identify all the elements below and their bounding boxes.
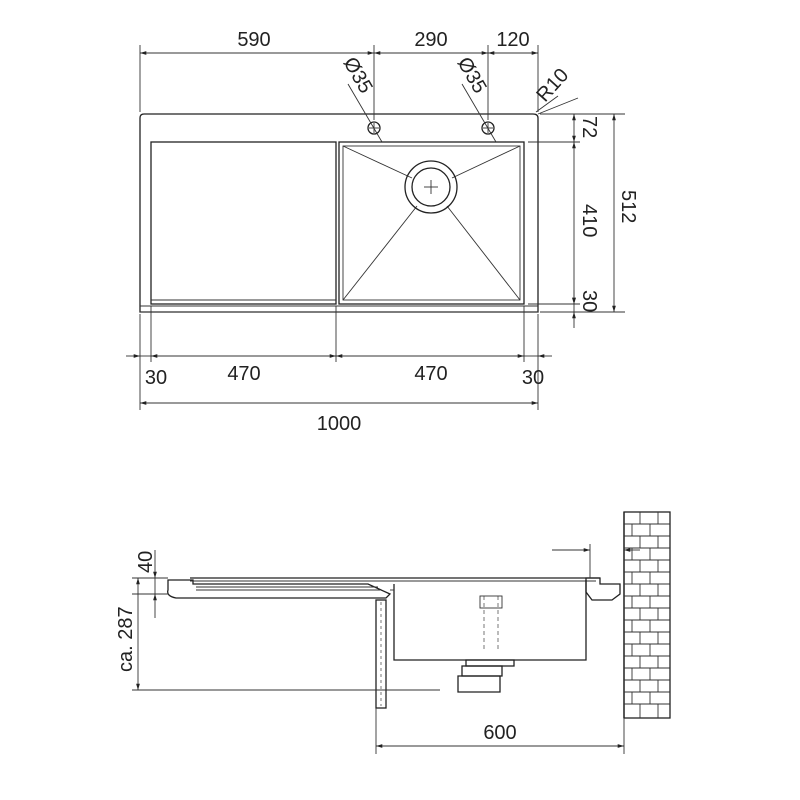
dim-ca-287: ca. 287 — [115, 606, 137, 672]
dim-470-bowl: 470 — [414, 363, 447, 385]
dim-40: 40 — [135, 551, 157, 573]
side-view: 40 ca. 287 600 — [115, 511, 671, 754]
worktop-left — [167, 579, 392, 599]
dim-1000: 1000 — [317, 413, 362, 435]
dim-30-bottom: 30 — [578, 290, 600, 312]
cabinet-side-panel — [375, 599, 387, 709]
dim-600: 600 — [483, 722, 516, 744]
dim-290: 290 — [414, 29, 447, 51]
dim-590: 590 — [237, 29, 270, 51]
drain-outer — [404, 160, 458, 214]
drain-inner — [411, 167, 451, 207]
dim-512: 512 — [617, 190, 639, 223]
top-view: 590 290 120 Ø35 Ø35 R10 72 410 30 512 — [126, 29, 639, 435]
dim-120: 120 — [496, 29, 529, 51]
tap-hole-1 — [347, 83, 383, 143]
dim-corner-radius: R10 — [532, 64, 573, 106]
dim-30-left: 30 — [145, 367, 167, 389]
dim-hole-dia-1: Ø35 — [339, 54, 377, 98]
worktop-right — [585, 577, 621, 601]
dim-410: 410 — [578, 204, 600, 237]
dim-30-right: 30 — [522, 367, 544, 389]
drainer-area — [150, 141, 337, 305]
drain-waste — [457, 595, 515, 693]
dim-hole-dia-2: Ø35 — [453, 54, 491, 98]
dim-72: 72 — [578, 116, 600, 138]
sink-outline — [139, 113, 539, 313]
dim-470-drainer: 470 — [227, 363, 260, 385]
bowl-outline — [338, 141, 525, 305]
tap-hole-2 — [461, 83, 497, 143]
bowl-side — [393, 580, 587, 661]
brick-wall — [623, 511, 671, 719]
